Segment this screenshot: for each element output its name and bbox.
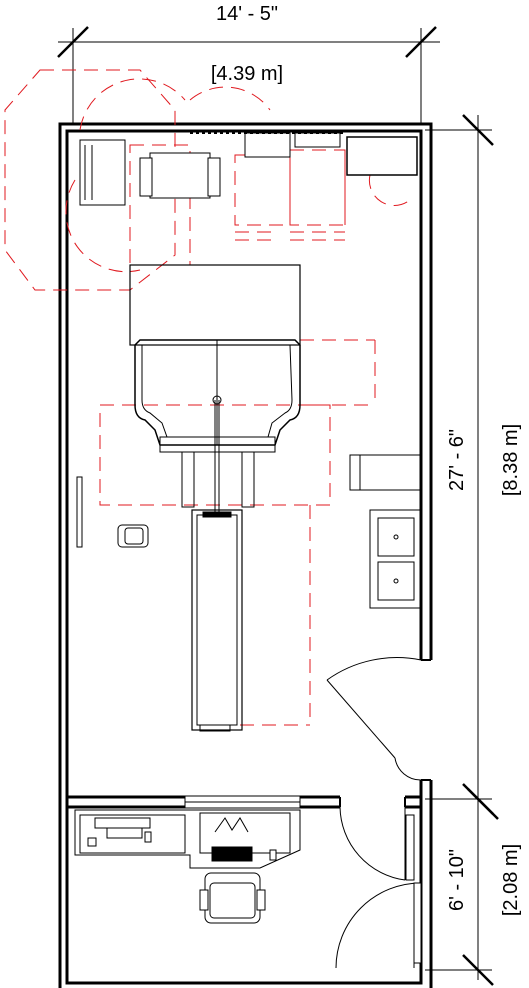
width-imperial-label: 14' - 5" bbox=[216, 3, 278, 25]
control-imperial-label: 6' - 10" bbox=[446, 849, 468, 911]
stool-icon bbox=[117, 524, 149, 548]
control-desk bbox=[74, 809, 301, 869]
door-swing-icon bbox=[326, 657, 422, 969]
wall-equipment bbox=[79, 132, 418, 206]
height-imperial-label: 27' - 6" bbox=[446, 429, 468, 491]
control-metric-label: [2.08 m] bbox=[500, 844, 522, 916]
double-sink-icon bbox=[349, 454, 421, 609]
height-metric-label: [8.38 m] bbox=[500, 424, 522, 496]
office-chair-icon bbox=[199, 872, 266, 924]
width-metric-label: [4.39 m] bbox=[211, 63, 283, 85]
walls bbox=[58, 122, 433, 988]
dimension-lines bbox=[57, 26, 499, 986]
ct-gantry-icon bbox=[129, 264, 301, 732]
